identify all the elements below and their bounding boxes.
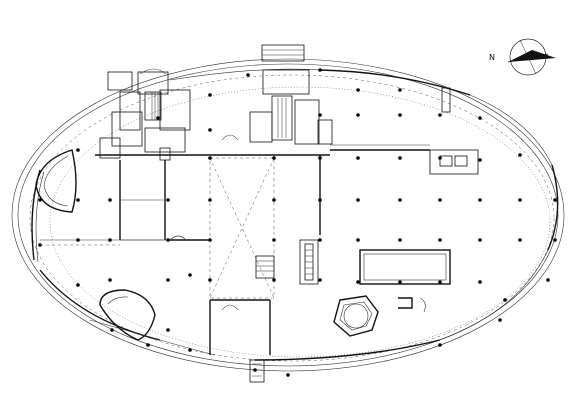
reception-desk [398, 297, 426, 313]
northwest-core [99, 68, 191, 161]
outer-ellipse [11, 58, 565, 372]
column-grid [38, 68, 557, 377]
hall-rectangle [359, 249, 451, 285]
north-arrow-icon: N [489, 38, 556, 76]
atrium-void [209, 157, 275, 299]
east-annex [429, 149, 479, 175]
escalator-block [299, 239, 319, 285]
interior-walls [40, 144, 430, 355]
north-label: N [489, 53, 495, 62]
south-entrance [249, 359, 265, 383]
round-lobby-west [35, 149, 77, 213]
door-swings [169, 134, 239, 311]
polygon-stage [333, 295, 379, 337]
north-entrance [441, 87, 451, 113]
north-core [249, 44, 333, 145]
beam-lines [40, 239, 210, 246]
round-lobby-southwest [99, 289, 156, 341]
central-stair [255, 255, 275, 279]
